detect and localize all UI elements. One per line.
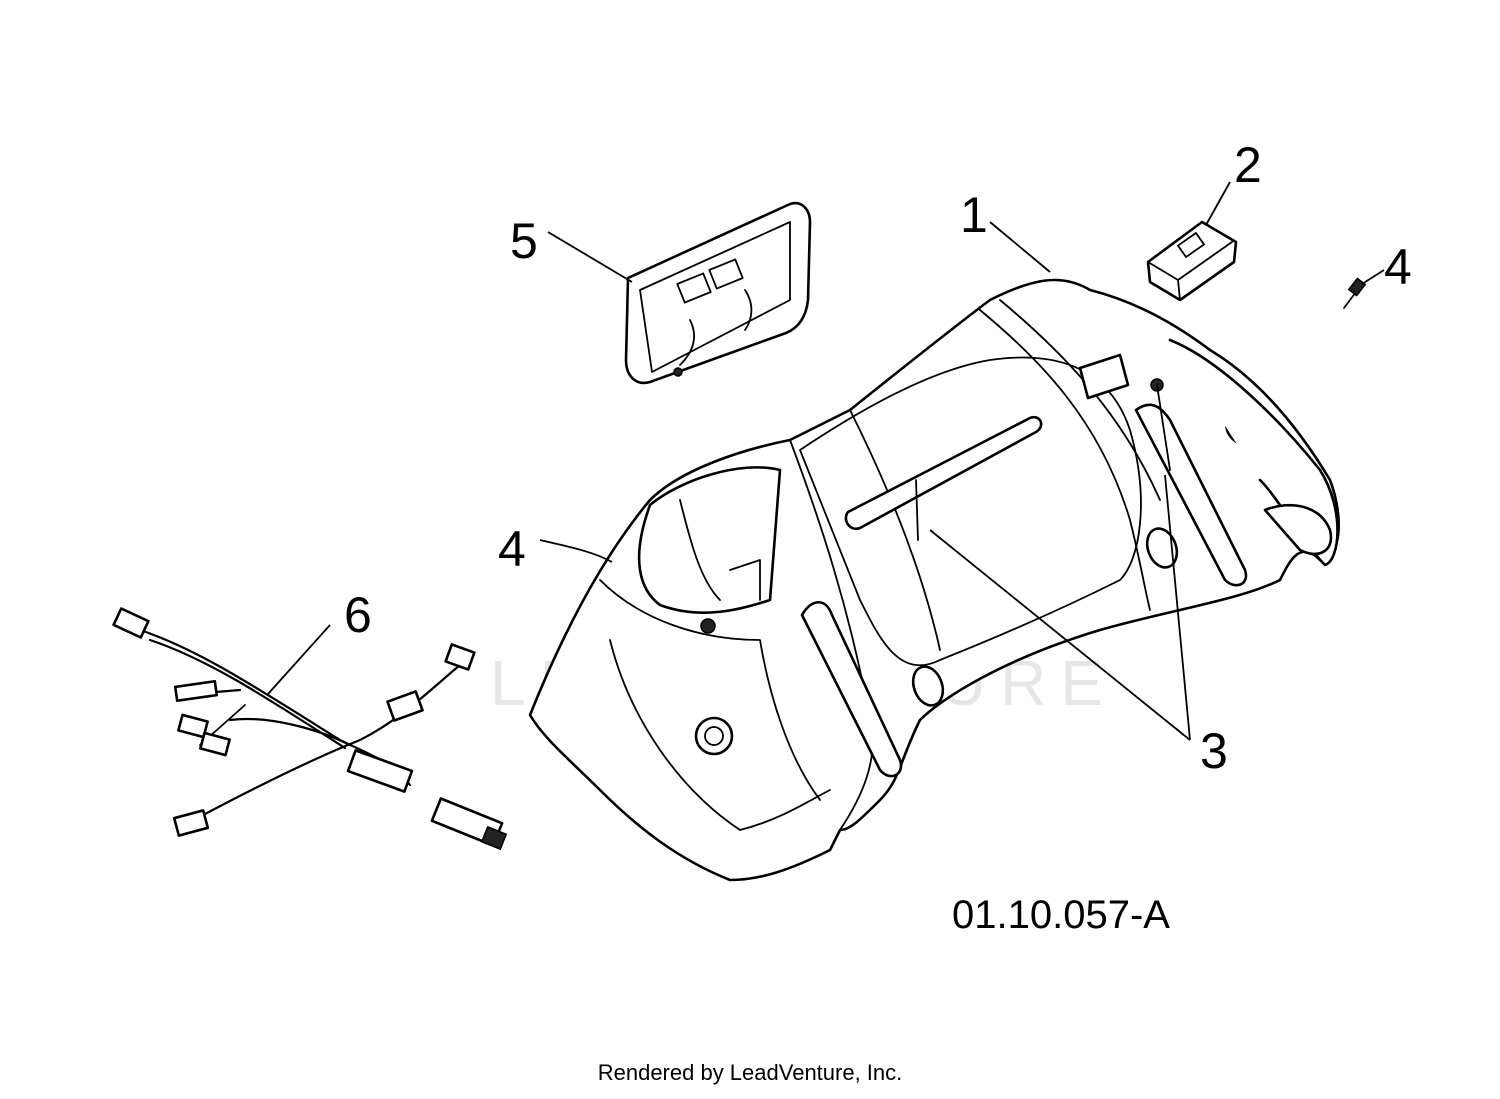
switch-bracket-part[interactable] <box>1146 220 1238 302</box>
callout-2: 2 <box>1234 137 1262 193</box>
callout-5: 5 <box>510 213 538 269</box>
wire-harness-part[interactable] <box>112 607 508 851</box>
leader-lines <box>267 181 1385 741</box>
callout-4-right: 4 <box>1384 239 1412 295</box>
drawing-code: 01.10.057-A <box>952 893 1170 937</box>
callout-1: 1 <box>960 187 988 243</box>
callout-6: 6 <box>344 587 372 643</box>
callout-labels: 1 2 4 5 4 6 3 <box>344 137 1412 779</box>
render-credit: Rendered by LeadVenture, Inc. <box>598 1060 903 1085</box>
dash-panel-part[interactable] <box>624 201 812 385</box>
callout-3: 3 <box>1200 723 1228 779</box>
screw-part-right[interactable] <box>1343 277 1367 309</box>
callout-4-left: 4 <box>498 521 526 577</box>
fender-housing-part[interactable] <box>528 278 1340 882</box>
